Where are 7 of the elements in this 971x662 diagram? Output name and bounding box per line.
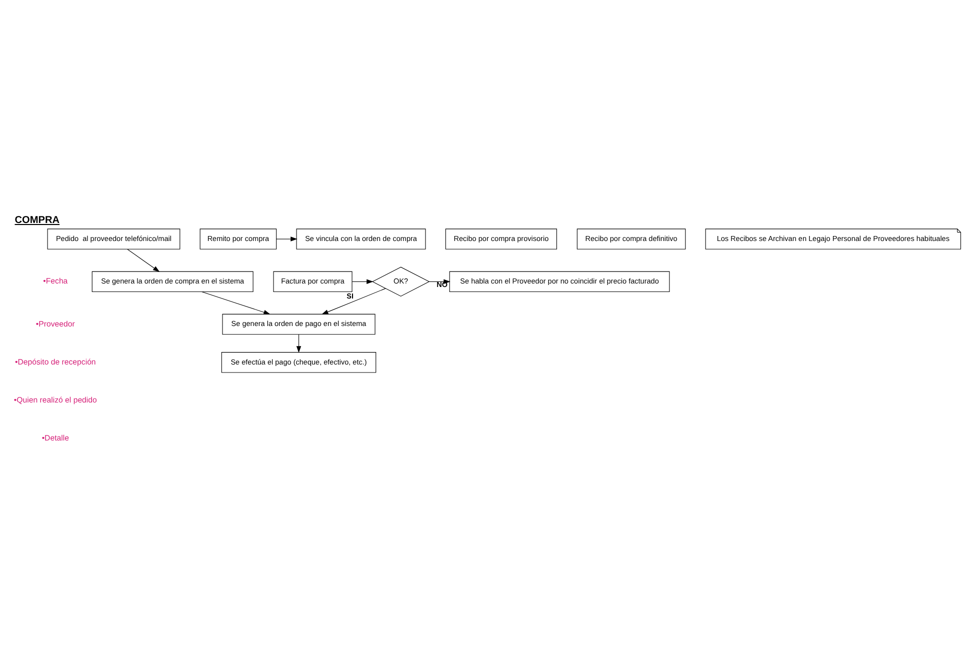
arrow <box>296 334 302 353</box>
arrow <box>322 288 386 314</box>
arrow <box>201 292 270 315</box>
arrow <box>276 236 298 242</box>
arrow <box>127 248 160 272</box>
arrow <box>352 279 374 284</box>
diagram-title: COMPRA <box>14 215 60 226</box>
